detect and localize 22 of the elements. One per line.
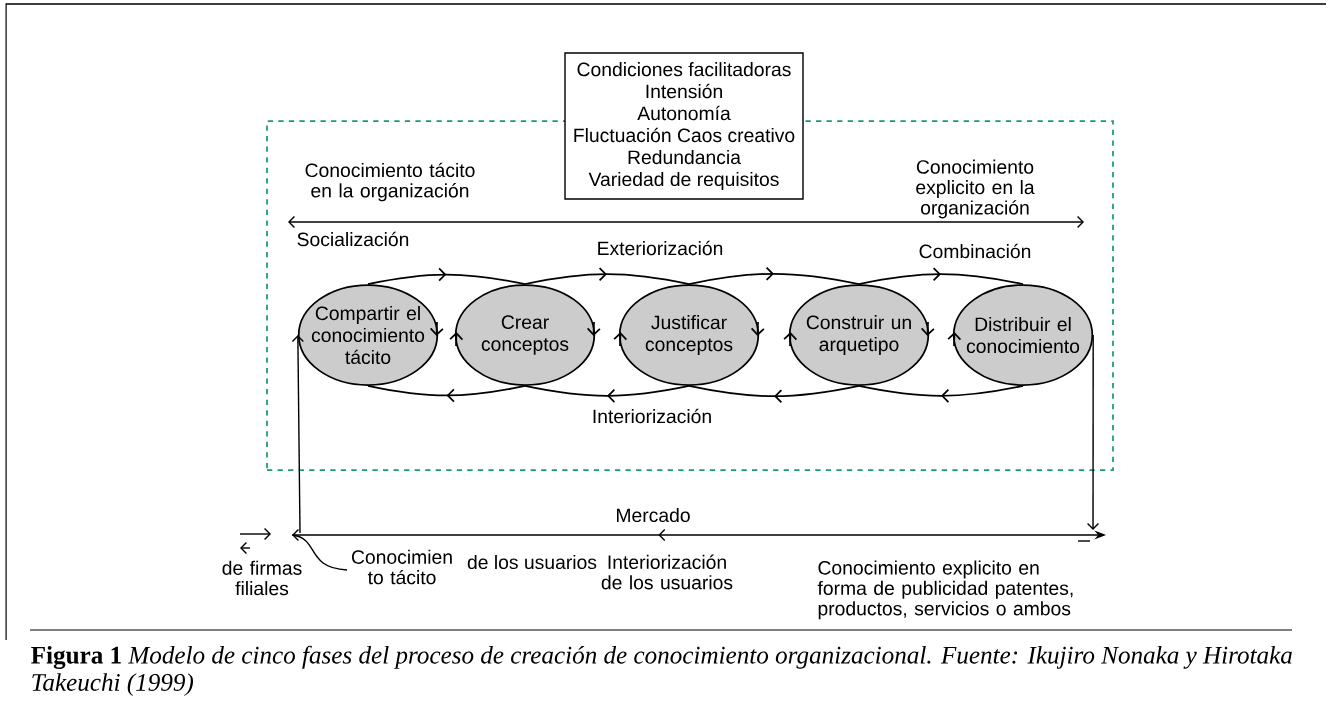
text-label: Conocimiento explicito en forma de publicidad patentes, productos, servicios o ambos bbox=[817, 560, 1073, 620]
text-label: Conocimiento tácito en la organización bbox=[305, 162, 475, 202]
ellipse-node: Distribuir el conocimiento bbox=[952, 284, 1094, 386]
ellipse-node: Justificar conceptos bbox=[618, 284, 760, 386]
text-label: Mercado bbox=[617, 507, 690, 523]
text-label: Conocimien to tácito bbox=[351, 549, 452, 585]
text-label: Interiorización de los usuarios bbox=[601, 554, 733, 590]
arrow bbox=[291, 335, 305, 534]
text-label: Combinación bbox=[919, 243, 1031, 259]
ellipse-node: Compartir el conocimiento tácito bbox=[297, 284, 439, 386]
figure-caption: Figura 1 Modelo de cinco fases del proceso de creación de conocimiento organizacional. Fuente: Ikujiro Nonaka y Hirotaka Takeuchi (1999) bbox=[31, 645, 1292, 696]
arrow bbox=[1086, 334, 1100, 530]
text-box: Condiciones facilitadoras Intensión Autonomía Fluctuación Caos creativo Redundancia Variedad de requisitos bbox=[564, 52, 804, 200]
text-label: Socialización bbox=[297, 231, 409, 247]
text-label: Exteriorización bbox=[598, 240, 723, 256]
text-label: Interiorización bbox=[593, 408, 711, 424]
text-label: Conocimiento explicito en la organización bbox=[916, 159, 1035, 219]
ellipse-node: Construir un arquetipo bbox=[788, 284, 930, 386]
dashed-frame bbox=[266, 120, 1114, 471]
text-label: de los usuarios bbox=[467, 554, 597, 570]
text-label: de firmas filiales bbox=[222, 560, 302, 596]
ellipse-node: Crear conceptos bbox=[454, 284, 596, 386]
